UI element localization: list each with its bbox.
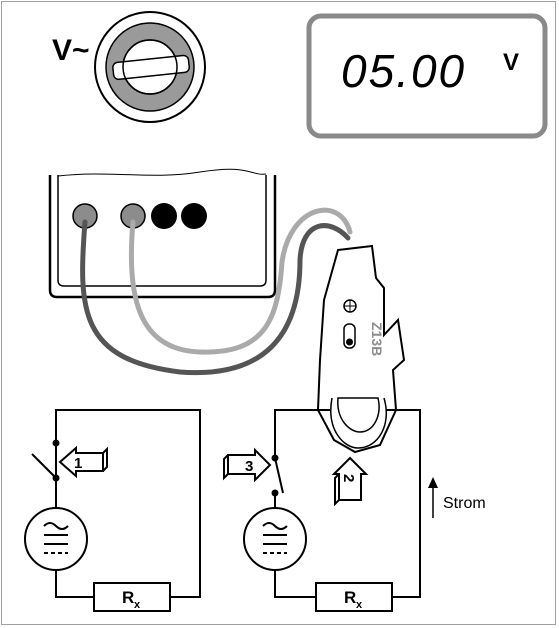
resistor-left-subscript: x xyxy=(134,599,141,611)
circuit-right: 3 2 Strom R x xyxy=(223,409,486,612)
step-arrow-3: 3 xyxy=(223,447,272,483)
current-direction-arrow xyxy=(428,477,438,518)
rotary-switch[interactable]: V~ xyxy=(52,11,206,123)
step-number-2: 2 xyxy=(340,474,357,482)
clamp-model-label: Z13B xyxy=(369,322,385,356)
step-arrow-1: 1 xyxy=(58,445,108,479)
current-label: Strom xyxy=(443,495,486,512)
jack-a xyxy=(151,203,177,229)
resistor-left xyxy=(93,582,171,612)
resistor-right xyxy=(315,582,393,612)
display-frame xyxy=(306,13,548,139)
clamp-jaw-opening xyxy=(337,397,380,433)
lcd-display: 05.00 V xyxy=(306,13,548,139)
current-clamp: Z13B xyxy=(316,244,406,454)
ac-source-icon xyxy=(24,507,88,571)
dial-bar xyxy=(112,54,190,81)
display-value: 05.00 xyxy=(341,45,466,97)
resistor-right-label: R xyxy=(344,588,356,607)
dial-label: V~ xyxy=(52,34,90,67)
lead-light xyxy=(128,207,353,355)
resistor-right-subscript: x xyxy=(356,599,363,611)
lead-dark xyxy=(80,219,351,376)
jack-ma xyxy=(181,203,207,229)
step-number-3: 3 xyxy=(245,458,253,475)
switch-open xyxy=(31,453,57,479)
display-unit: V xyxy=(503,49,519,76)
switch-closed xyxy=(274,457,284,494)
resistor-left-label: R xyxy=(122,588,134,607)
step-number-1: 1 xyxy=(74,455,82,472)
ac-source-icon xyxy=(243,507,307,571)
circuit-left: 1 R x xyxy=(24,409,201,612)
step-arrow-2: 2 xyxy=(331,456,369,507)
